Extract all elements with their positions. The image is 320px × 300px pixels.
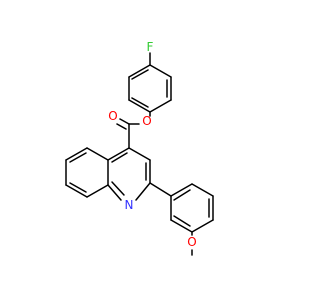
atom-label-methoxy-oxygen: O xyxy=(187,235,196,249)
bond xyxy=(69,182,87,193)
bond xyxy=(149,64,172,78)
bond xyxy=(173,189,191,201)
bond xyxy=(149,182,172,197)
atom-label-ring-nitrogen: N xyxy=(125,198,134,212)
bond xyxy=(111,181,125,196)
bond xyxy=(86,147,109,161)
bond xyxy=(119,118,130,125)
bond-lines xyxy=(65,52,214,256)
bond xyxy=(111,152,128,163)
bond xyxy=(128,64,151,78)
bond xyxy=(69,152,87,163)
bond xyxy=(149,99,172,113)
bond xyxy=(128,147,151,161)
atom-label-fluorine: F xyxy=(147,40,154,54)
bond xyxy=(170,219,193,233)
bond xyxy=(131,97,149,108)
bond xyxy=(173,215,191,227)
bond xyxy=(107,184,122,201)
bond xyxy=(86,184,109,198)
bond xyxy=(170,183,193,197)
bond xyxy=(128,99,151,113)
molecule-structure-drawing: F O O N O xyxy=(65,40,214,256)
bond xyxy=(131,69,149,80)
bond xyxy=(65,184,88,198)
bond xyxy=(116,123,127,130)
bond xyxy=(135,182,151,201)
bond xyxy=(107,147,130,161)
atom-labels: F O O N O xyxy=(108,40,196,249)
bond xyxy=(191,219,214,233)
atom-label-ester-carbonyl-oxygen: O xyxy=(108,109,117,123)
atom-label-ester-oxygen: O xyxy=(142,114,151,128)
bond xyxy=(191,183,214,197)
bond xyxy=(65,147,88,161)
